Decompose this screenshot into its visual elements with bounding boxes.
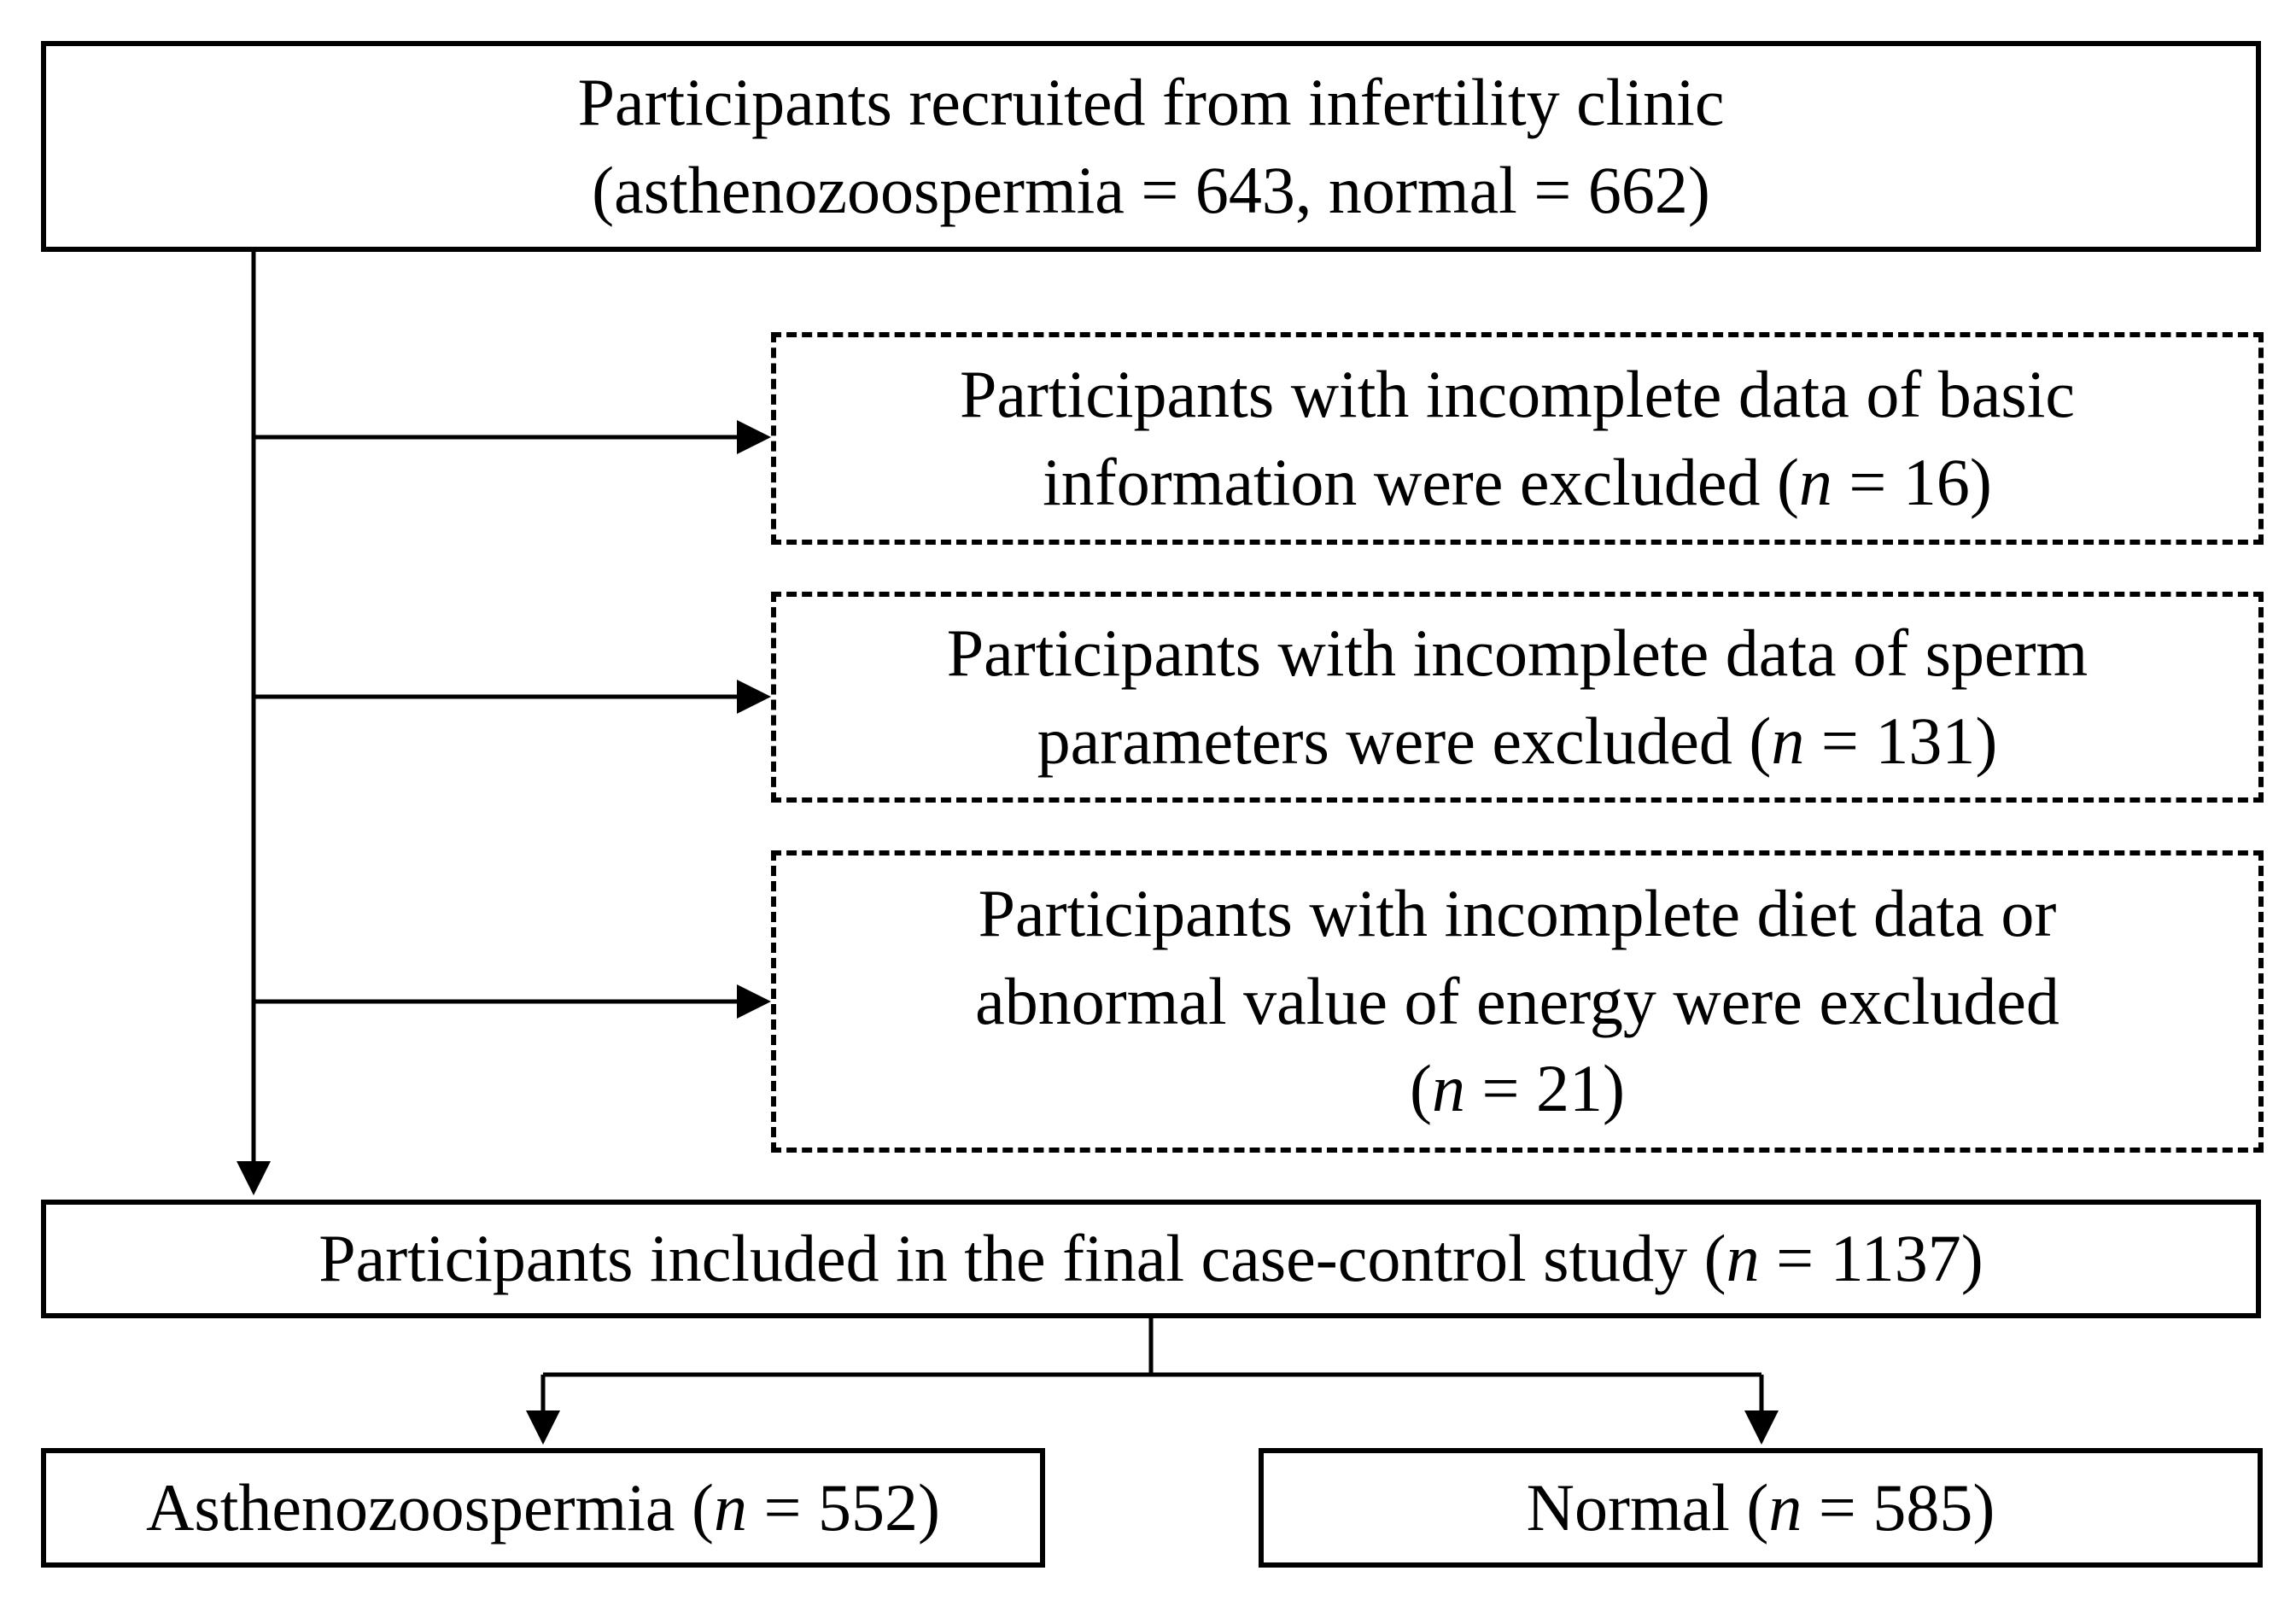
exclusion-box-sperm-parameters: Participants with incomplete data of spe… [771, 592, 2264, 803]
exclusion-3-line-2: abnormal value of energy were excluded [975, 963, 2059, 1038]
normal-text-pre: Normal ( [1526, 1469, 1769, 1545]
exclusion-2-line-2: parameters were excluded (n = 131) [1037, 698, 1998, 785]
exclusion-3-line-1: Participants with incomplete diet data o… [978, 875, 2057, 950]
final-count: = 1137) [1759, 1221, 1983, 1296]
normal-count: = 585) [1802, 1469, 1995, 1545]
final-study-line: Participants included in the final case-… [318, 1215, 1983, 1303]
final-n-symbol: n [1726, 1221, 1760, 1296]
exclusion-2-count: = 131) [1804, 703, 1998, 778]
exclusion-3-text-pre: ( [1410, 1051, 1432, 1126]
final-text-pre: Participants included in the final case-… [318, 1221, 1726, 1296]
exclusion-2-text-pre: parameters were excluded ( [1037, 703, 1772, 778]
exclusion-3-count: = 21) [1465, 1051, 1625, 1126]
recruitment-box: Participants recruited from infertility … [41, 41, 2261, 252]
normal-n-symbol: n [1768, 1469, 1802, 1545]
exclusion-1-count: = 16) [1832, 444, 1992, 519]
normal-group-box: Normal (n = 585) [1259, 1448, 2263, 1568]
recruitment-line-1: Participants recruited from infertility … [577, 64, 1725, 139]
asthenozoospermia-n-symbol: n [714, 1469, 747, 1545]
asthenozoospermia-count: = 552) [747, 1469, 940, 1545]
exclusion-3-n-symbol: n [1432, 1051, 1465, 1126]
recruitment-line-2: (asthenozoospermia = 643, normal = 662) [592, 152, 1710, 227]
exclusion-1-text-pre: information were excluded ( [1043, 444, 1799, 519]
exclusion-3-line-3: (n = 21) [1410, 1045, 1625, 1133]
exclusion-box-diet-energy: Participants with incomplete diet data o… [771, 850, 2264, 1153]
exclusion-box-basic-info: Participants with incomplete data of bas… [771, 332, 2264, 545]
asthenozoospermia-line: Asthenozoospermia (n = 552) [146, 1464, 940, 1552]
final-study-box: Participants included in the final case-… [41, 1200, 2261, 1318]
asthenozoospermia-group-box: Asthenozoospermia (n = 552) [41, 1448, 1045, 1568]
normal-line: Normal (n = 585) [1527, 1464, 1995, 1552]
exclusion-1-line-1: Participants with incomplete data of bas… [959, 356, 2076, 431]
exclusion-2-line-1: Participants with incomplete data of spe… [946, 615, 2089, 690]
exclusion-2-n-symbol: n [1771, 703, 1805, 778]
exclusion-1-line-2: information were excluded (n = 16) [1043, 439, 1992, 527]
exclusion-1-n-symbol: n [1798, 444, 1832, 519]
asthenozoospermia-text-pre: Asthenozoospermia ( [146, 1469, 714, 1545]
